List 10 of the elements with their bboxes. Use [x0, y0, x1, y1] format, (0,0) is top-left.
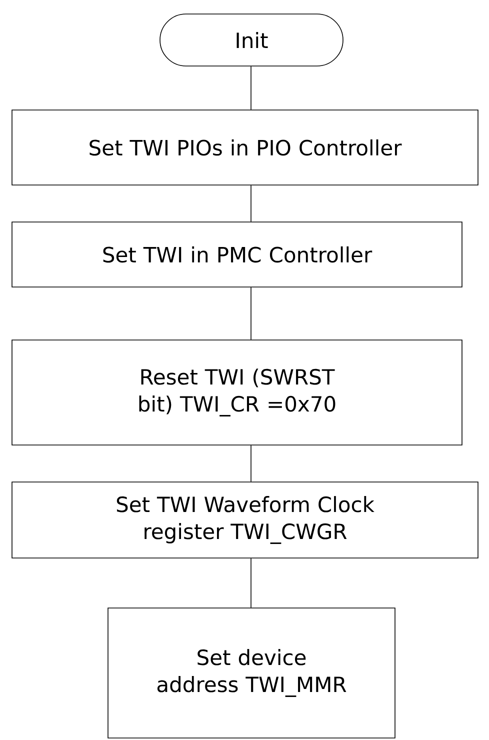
connector-line — [250, 287, 252, 340]
connector-line — [250, 185, 252, 222]
connector-line — [250, 66, 252, 110]
process-box: Set TWI Waveform Clock register TWI_CWGR — [12, 482, 478, 558]
process-box: Set TWI PIOs in PIO Controller — [12, 110, 478, 186]
process-box: Set device address TWI_MMR — [108, 608, 396, 738]
process-box: Set TWI in PMC Controller — [12, 222, 462, 288]
connector-line — [250, 445, 252, 482]
process-box: Reset TWI (SWRST bit) TWI_CR =0x70 — [12, 340, 462, 446]
connector-line — [250, 558, 252, 608]
